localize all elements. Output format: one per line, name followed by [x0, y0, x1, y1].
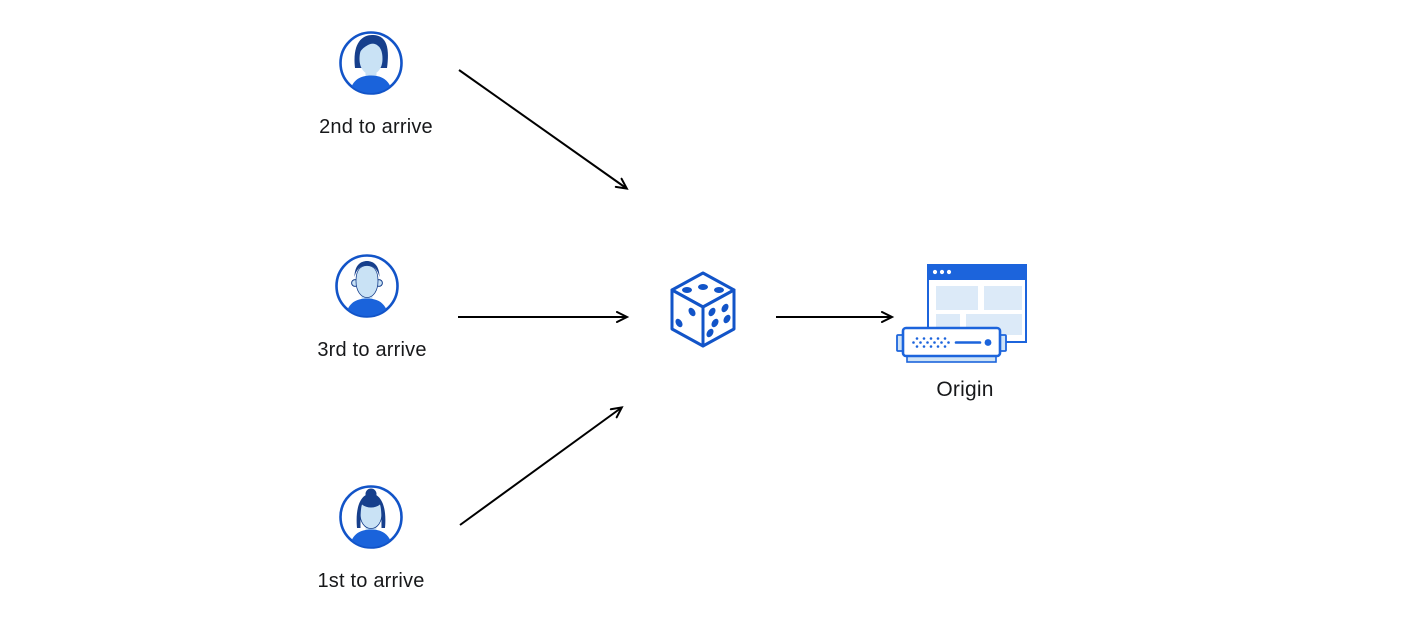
- node-randomizer: [668, 270, 738, 350]
- origin-label: Origin: [936, 378, 994, 401]
- female-avatar-icon: [339, 485, 403, 549]
- first-visitor-label: 1st to arrive: [317, 570, 425, 592]
- male-avatar-icon: [335, 254, 399, 318]
- third-visitor-label: 3rd to arrive: [317, 339, 427, 361]
- male-avatar-icon: [339, 31, 403, 95]
- node-second-visitor: 2nd to arrive: [319, 30, 433, 138]
- arrow-first-visitor-to-dice: [459, 406, 624, 526]
- node-third-visitor: 3rd to arrive: [317, 253, 426, 361]
- origin-server-icon: [896, 264, 1027, 363]
- arrow-second-visitor-to-dice: [458, 69, 629, 190]
- dice-icon: [670, 271, 736, 348]
- node-origin: Origin: [890, 258, 1030, 401]
- second-visitor-label: 2nd to arrive: [319, 116, 433, 138]
- node-first-visitor: 1st to arrive: [317, 484, 424, 592]
